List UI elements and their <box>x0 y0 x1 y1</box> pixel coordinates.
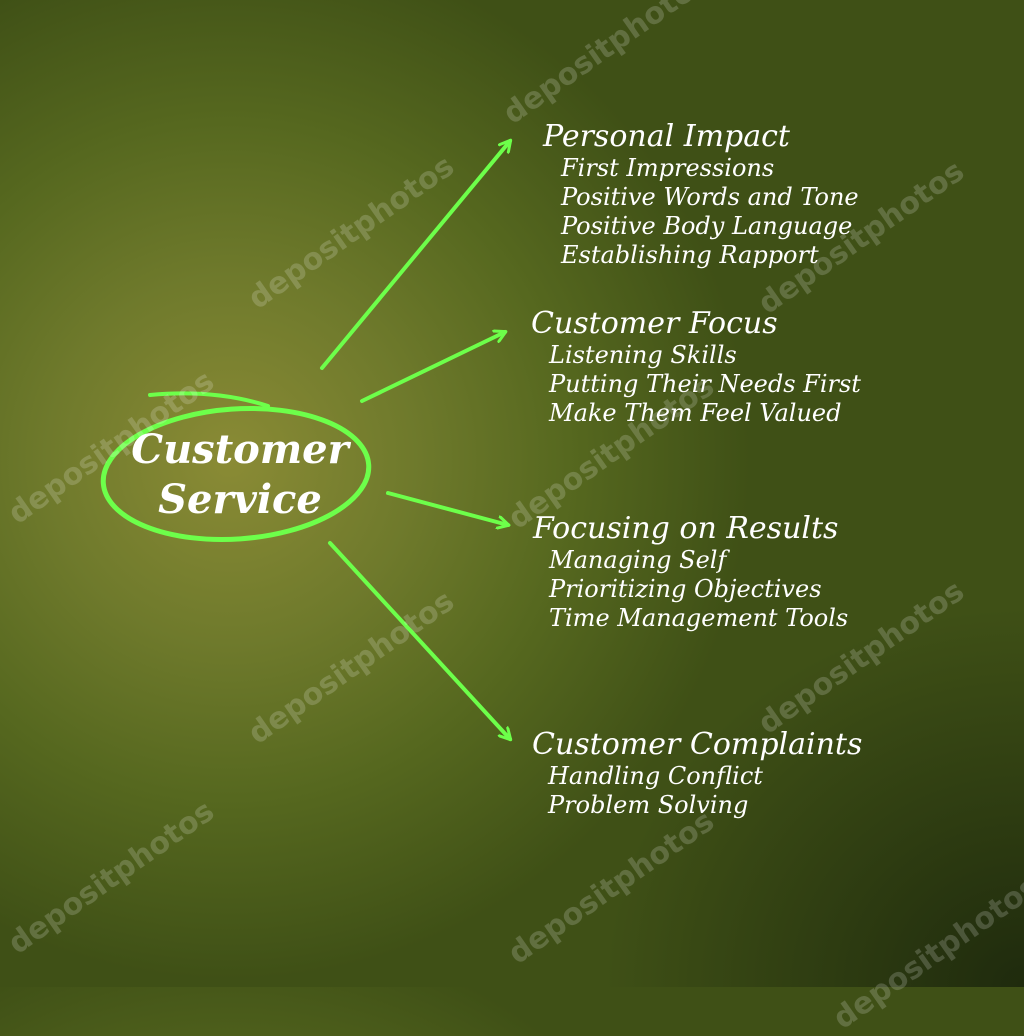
topic-item: Establishing Rapport <box>561 241 819 269</box>
center-node-label: Customer Service <box>105 425 375 525</box>
center-ellipse-tail <box>148 391 270 408</box>
topic-item: Make Them Feel Valued <box>549 399 842 427</box>
topic-customer-complaints: Customer Complaints Handling Conflict Pr… <box>532 728 862 820</box>
center-label-line2: Service <box>158 476 322 523</box>
topic-personal-impact: Personal Impact First Impressions Positi… <box>543 120 859 270</box>
topic-item: Handling Conflict <box>548 762 763 790</box>
topic-item: Putting Their Needs First <box>549 370 861 398</box>
topic-title: Customer Focus <box>531 306 778 341</box>
arrow-to-customer-complaints <box>328 541 510 739</box>
arrow-to-focusing-on-results <box>386 491 508 525</box>
topic-focusing-on-results: Focusing on Results Managing Self Priori… <box>533 512 848 633</box>
topic-item: Listening Skills <box>549 341 737 369</box>
center-ellipse <box>100 405 372 543</box>
topic-title: Customer Complaints <box>532 727 863 762</box>
diagram-lines <box>100 0 1024 987</box>
topic-item: Prioritizing Objectives <box>549 575 822 603</box>
topic-title: Personal Impact <box>543 119 790 154</box>
topic-item: Managing Self <box>549 546 727 574</box>
topic-item: Time Management Tools <box>549 604 849 632</box>
arrow-to-personal-impact <box>320 141 510 370</box>
topic-customer-focus: Customer Focus Listening Skills Putting … <box>531 307 861 428</box>
center-label-line1: Customer <box>131 426 349 473</box>
topic-item: Problem Solving <box>548 791 749 819</box>
background-shade <box>0 0 1024 987</box>
topic-item: Positive Words and Tone <box>561 183 859 211</box>
topic-item: Positive Body Language <box>561 212 853 240</box>
topic-item: First Impressions <box>561 154 775 182</box>
topic-title: Focusing on Results <box>533 511 839 546</box>
arrow-to-customer-focus <box>360 332 505 403</box>
